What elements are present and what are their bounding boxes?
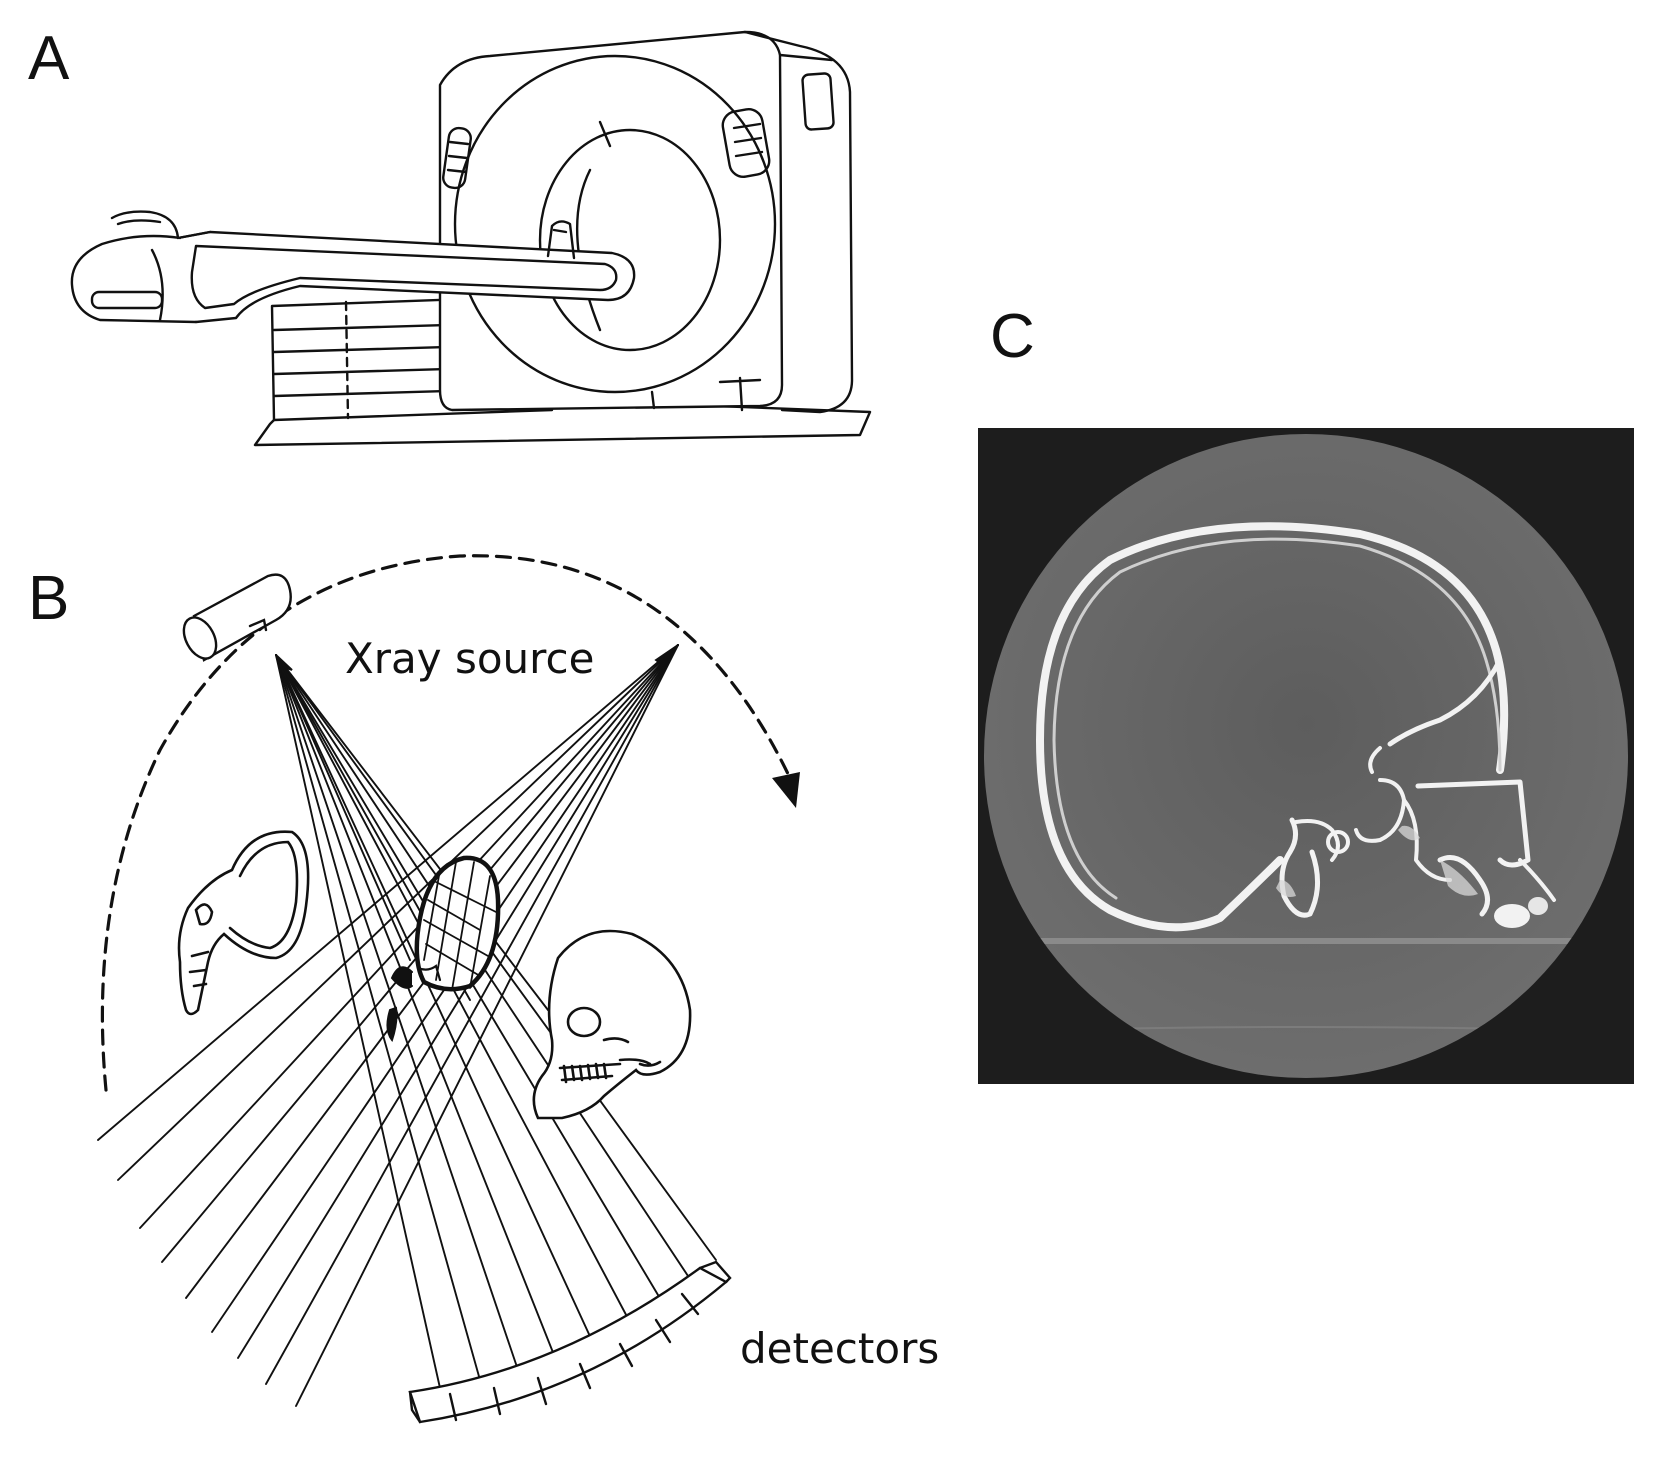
teeth	[1494, 904, 1530, 928]
panel-label-a: A	[28, 24, 70, 93]
scan-geometry	[97, 554, 800, 1424]
ct-scanner-drawing	[70, 30, 872, 447]
rotation-path	[100, 554, 792, 1092]
rotation-arrowhead	[772, 772, 800, 808]
gantry	[438, 30, 854, 414]
xray-tube	[182, 573, 292, 662]
panel-label-b: B	[28, 564, 70, 633]
ct-sagittal-image	[978, 428, 1634, 1084]
detectors-label: detectors	[740, 1324, 940, 1373]
skull-lateral-right	[532, 929, 692, 1120]
reconstruction-grid-head	[386, 855, 501, 1043]
patient-couch	[70, 210, 636, 324]
panel-label-c: C	[990, 302, 1035, 371]
skull-bone-sagittal	[1036, 522, 1556, 932]
detector-array	[408, 1260, 732, 1424]
xray-source-label: Xray source	[345, 634, 595, 683]
fan-beam-right	[97, 644, 679, 1407]
skull-sagittal-left	[177, 830, 310, 1016]
